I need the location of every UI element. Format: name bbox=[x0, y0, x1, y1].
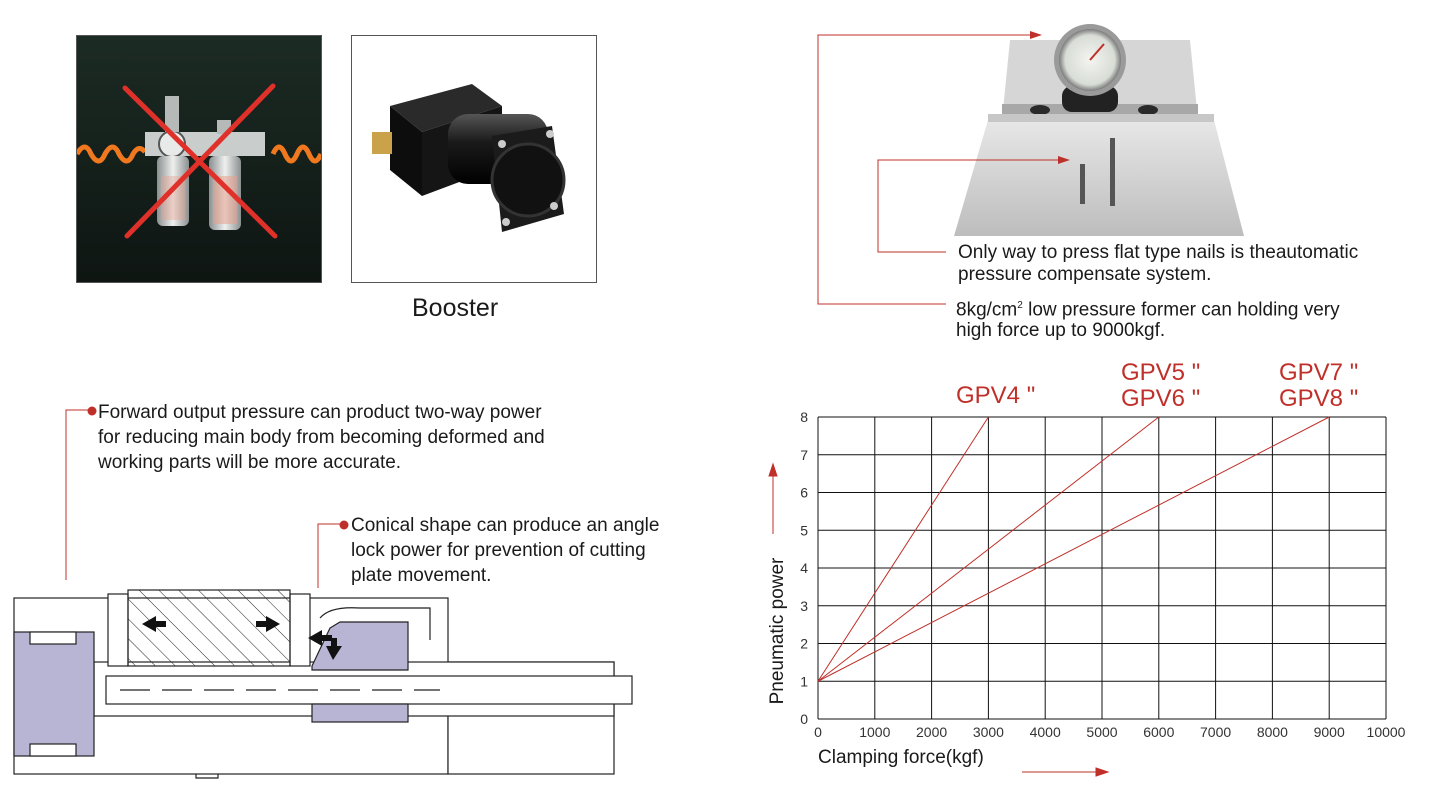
conical-note-line3: plate movement. bbox=[351, 565, 492, 586]
booster-cylinder-icon bbox=[372, 84, 566, 232]
y-tick-label: 0 bbox=[800, 711, 808, 727]
gpv8-label: GPV8 " bbox=[1279, 385, 1359, 412]
y-tick-label: 7 bbox=[800, 447, 808, 463]
forward-note-line3: working parts will be more accurate. bbox=[98, 452, 402, 473]
series-line-2 bbox=[817, 416, 1160, 682]
y-tick-label: 3 bbox=[800, 598, 808, 614]
low-pressure-note-line1: 8kg/cm2 low pressure former can holding … bbox=[956, 293, 1340, 322]
low-pressure-unit: 8kg/cm bbox=[956, 299, 1018, 321]
low-pressure-note-line2: high force up to 9000kgf. bbox=[956, 320, 1166, 341]
x-tick-label: 10000 bbox=[1367, 724, 1406, 740]
x-tick-label: 0 bbox=[814, 724, 822, 740]
y-tick-label: 1 bbox=[800, 673, 808, 689]
gpv5-label: GPV5 " bbox=[1121, 359, 1201, 386]
y-tick-label: 8 bbox=[800, 409, 808, 425]
x-tick-label: 1000 bbox=[859, 724, 890, 740]
forward-note-line2: for reducing main body from becoming def… bbox=[98, 427, 545, 448]
booster-caption: Booster bbox=[412, 294, 499, 322]
conical-jaw-part bbox=[311, 621, 409, 671]
conical-note-line1: Conical shape can produce an angle bbox=[351, 515, 660, 536]
flat-nails-note-line2: pressure compensate system. bbox=[958, 264, 1212, 285]
vise-with-gauge-icon bbox=[954, 24, 1244, 236]
gpv4-label: GPV4 " bbox=[956, 382, 1036, 409]
vise-cross-section bbox=[13, 589, 633, 779]
forward-note-line1: Forward output pressure can product two-… bbox=[98, 402, 542, 423]
x-tick-label: 9000 bbox=[1314, 724, 1345, 740]
series-line-1 bbox=[817, 416, 989, 682]
fixed-jaw-part bbox=[13, 631, 95, 757]
gpv7-label: GPV7 " bbox=[1279, 359, 1359, 386]
x-tick-label: 5000 bbox=[1086, 724, 1117, 740]
x-tick-label: 8000 bbox=[1257, 724, 1288, 740]
filter-regulator-photo bbox=[76, 35, 322, 283]
flat-nails-note-line1: Only way to press flat type nails is the… bbox=[958, 242, 1359, 263]
air-filter-regulator-icon bbox=[77, 36, 321, 282]
booster-photo bbox=[351, 35, 597, 283]
x-tick-label: 7000 bbox=[1200, 724, 1231, 740]
y-tick-label: 4 bbox=[800, 560, 808, 576]
y-axis-title: Pneumatic power bbox=[767, 557, 788, 705]
low-pressure-superscript: 2 bbox=[1017, 300, 1023, 311]
x-tick-label: 4000 bbox=[1030, 724, 1061, 740]
arrow-icons bbox=[142, 616, 342, 660]
y-tick-label: 5 bbox=[800, 522, 808, 538]
conical-note-line2: lock power for prevention of cutting bbox=[351, 540, 646, 561]
x-tick-label: 6000 bbox=[1143, 724, 1174, 740]
y-tick-label: 6 bbox=[800, 485, 808, 501]
x-axis-title: Clamping force(kgf) bbox=[818, 747, 984, 768]
vise-gauge-photo bbox=[952, 10, 1248, 236]
y-tick-label: 2 bbox=[800, 636, 808, 652]
x-tick-label: 2000 bbox=[916, 724, 947, 740]
x-tick-label: 3000 bbox=[973, 724, 1004, 740]
pressure-force-chart: 0 1000 2000 3000 4000 5000 6000 7000 8000 9000 100… bbox=[800, 409, 1405, 740]
series-line-3 bbox=[817, 416, 1330, 682]
low-pressure-rest: low pressure former can holding very bbox=[1022, 299, 1340, 321]
gpv6-label: GPV6 " bbox=[1121, 385, 1201, 412]
